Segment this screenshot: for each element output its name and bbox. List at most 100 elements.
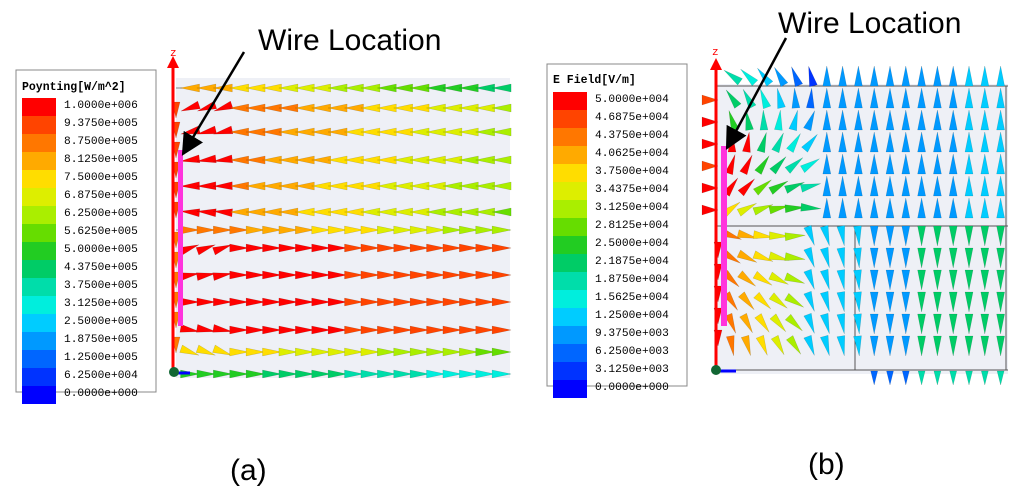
field-arrow: [854, 197, 863, 219]
field-arrow: [788, 110, 798, 131]
field-arrow: [491, 347, 512, 357]
field-arrow: [327, 297, 348, 307]
field-arrow: [311, 347, 331, 357]
panel-a-legend-title: Poynting[W/m^2]: [22, 81, 126, 94]
field-arrow: [870, 370, 878, 386]
field-arrow: [820, 335, 830, 356]
field-arrow: [196, 324, 216, 333]
field-arrow: [459, 369, 479, 379]
panel-b-legend-scale: 5.0000e+0044.6875e+0044.3750e+0044.0625e…: [553, 92, 669, 398]
field-arrow: [885, 65, 895, 87]
field-arrow: [820, 269, 830, 290]
field-arrow: [948, 313, 958, 335]
field-arrow: [917, 269, 926, 291]
field-arrow: [753, 291, 771, 310]
field-arrow: [964, 109, 974, 131]
field-arrow: [196, 272, 216, 281]
field-arrow: [784, 232, 806, 241]
field-arrow: [755, 334, 768, 356]
legend-tick-label: 1.2500e+005: [64, 352, 138, 364]
field-arrow: [803, 290, 815, 312]
field-arrow: [964, 247, 974, 269]
field-arrow: [768, 271, 789, 285]
field-arrow: [196, 369, 216, 379]
field-arrow: [996, 65, 1005, 87]
legend-tick-label: 4.6875e+004: [595, 112, 669, 124]
field-arrow: [996, 131, 1005, 153]
field-arrow: [933, 247, 942, 269]
legend-tick-label: 4.3750e+004: [595, 130, 669, 142]
field-arrow: [996, 175, 1005, 197]
field-arrow: [426, 369, 446, 379]
panel-b-origin: [711, 365, 721, 375]
field-arrow: [786, 133, 801, 153]
legend-swatch: [22, 260, 56, 278]
field-arrow: [752, 250, 774, 262]
legend-tick-label: 5.0000e+005: [64, 244, 138, 256]
field-arrow: [980, 153, 990, 175]
field-arrow: [964, 87, 974, 109]
field-arrow: [295, 369, 315, 379]
field-arrow: [327, 347, 348, 357]
field-arrow: [964, 291, 974, 313]
field-arrow: [800, 158, 820, 174]
field-arrow: [754, 313, 770, 333]
field-arrow: [933, 87, 942, 109]
field-arrow: [838, 65, 847, 87]
field-arrow: [426, 270, 446, 280]
field-arrow: [491, 270, 512, 280]
field-arrow: [948, 225, 958, 247]
field-arrow: [195, 244, 216, 256]
field-arrow: [917, 65, 926, 87]
field-arrow: [774, 110, 783, 131]
legend-tick-label: 6.2500e+005: [64, 208, 138, 220]
field-arrow: [180, 154, 201, 164]
legend-swatch: [22, 98, 56, 116]
field-arrow: [822, 175, 832, 197]
field-arrow: [377, 325, 397, 335]
field-arrow: [838, 131, 847, 153]
field-arrow: [996, 313, 1005, 335]
field-arrow: [869, 291, 879, 313]
field-arrow: [996, 87, 1005, 109]
field-arrow: [933, 370, 942, 386]
field-arrow: [278, 243, 298, 253]
field-arrow: [854, 87, 863, 109]
field-arrow: [245, 225, 266, 235]
field-arrow: [769, 313, 786, 332]
field-arrow: [948, 335, 958, 357]
field-arrow: [736, 249, 757, 263]
field-arrow: [853, 225, 862, 247]
field-arrow: [948, 197, 958, 219]
field-arrow: [980, 197, 990, 219]
field-arrow: [803, 268, 815, 290]
field-arrow: [327, 225, 348, 235]
field-arrow: [869, 269, 879, 291]
field-arrow: [736, 203, 757, 217]
field-arrow: [752, 204, 774, 216]
field-arrow: [768, 180, 789, 195]
field-arrow: [948, 247, 958, 269]
field-arrow: [737, 291, 755, 310]
field-arrow: [901, 153, 911, 175]
legend-tick-label: 3.1250e+004: [595, 202, 669, 214]
field-arrow: [980, 131, 990, 153]
field-arrow: [980, 313, 990, 335]
legend-tick-label: 2.5000e+005: [64, 316, 138, 328]
field-arrow: [311, 270, 331, 280]
field-arrow: [409, 347, 430, 357]
legend-tick-label: 0.0000e+000: [595, 382, 669, 394]
field-arrow: [980, 247, 990, 269]
field-arrow: [820, 313, 830, 334]
field-arrow: [853, 313, 862, 335]
legend-swatch: [22, 332, 56, 350]
field-arrow: [760, 88, 772, 110]
legend-swatch: [22, 386, 56, 404]
field-arrow: [822, 109, 832, 131]
field-arrow: [769, 231, 790, 240]
field-arrow: [262, 270, 282, 280]
panel-b-wire: [721, 146, 727, 326]
field-arrow: [964, 175, 974, 197]
field-arrow: [262, 225, 282, 235]
legend-tick-label: 5.0000e+004: [595, 94, 669, 106]
